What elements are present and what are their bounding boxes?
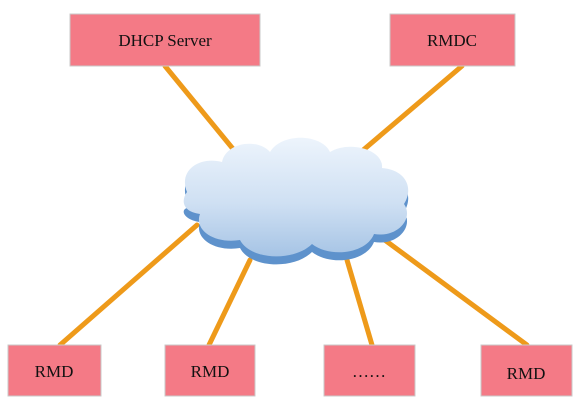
node-box [480, 344, 573, 397]
link-dhcp-server-to-cloud [162, 63, 241, 158]
node-label: …… [352, 362, 386, 381]
link-rmd-3-to-cloud [375, 232, 530, 348]
node-label: RMD [35, 362, 74, 381]
link-ellipsis-to-cloud [344, 257, 375, 348]
node-rmd-3: RMD [480, 344, 573, 397]
link-rmd-1-to-cloud [57, 222, 200, 348]
network-cloud-icon [183, 137, 409, 265]
link-rmdc-to-cloud [352, 63, 465, 160]
node-box [164, 344, 256, 397]
node-box [323, 344, 416, 397]
node-label: RMD [507, 364, 546, 383]
link-rmd-2-to-cloud [206, 257, 253, 348]
node-label: DHCP Server [118, 31, 212, 50]
node-rmdc: RMDC [389, 13, 516, 67]
links [57, 63, 530, 348]
node-box [69, 13, 261, 67]
node-rmd-1: RMD [7, 344, 102, 397]
node-dhcp-server: DHCP Server [69, 13, 261, 67]
cloud-top [183, 137, 409, 257]
node-label: RMDC [427, 31, 477, 50]
node-box [7, 344, 102, 397]
node-label: RMD [191, 362, 230, 381]
node-box [389, 13, 516, 67]
node-rmd-2: RMD [164, 344, 256, 397]
node-ellipsis: …… [323, 344, 416, 397]
